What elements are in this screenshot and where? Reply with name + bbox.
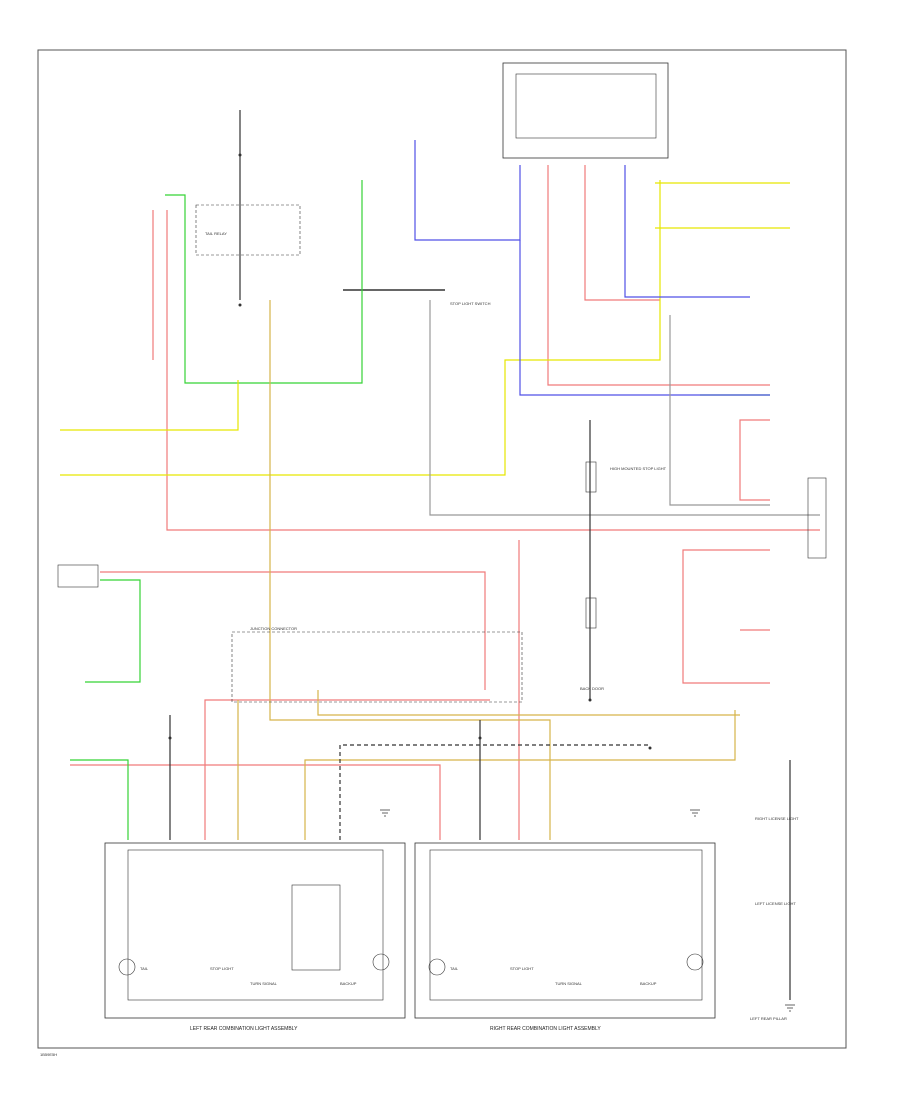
ground-label: LEFT REAR PILLAR xyxy=(750,1016,787,1021)
splice-dots xyxy=(168,153,652,750)
combination-switch-box xyxy=(502,62,669,159)
left-backup-bulb xyxy=(372,953,390,971)
right-rear-combination-light xyxy=(414,842,716,1019)
left-stop-label: STOP LIGHT xyxy=(210,966,234,971)
wire-yellow-left xyxy=(60,380,239,431)
ground-symbols xyxy=(380,809,795,1012)
wire-blue-lower xyxy=(519,240,770,396)
wire-red-right-loop2 xyxy=(682,549,770,684)
wire-blue-right xyxy=(624,165,750,298)
license-left-label: LEFT LICENSE LIGHT xyxy=(755,901,796,906)
wire-orange-top xyxy=(317,690,740,716)
wire-green-bottom xyxy=(70,759,129,840)
wire-green-left xyxy=(85,579,141,683)
right-turn-label: TURN SIGNAL xyxy=(555,981,583,986)
right-backup-bulb xyxy=(686,953,704,971)
footer-code: 1B59E5H xyxy=(40,1052,57,1057)
diagram-frame xyxy=(37,49,847,1049)
wire-red-right-loop xyxy=(739,419,770,501)
wire-orange-main xyxy=(269,300,551,840)
wire-yellow-mid xyxy=(60,180,661,476)
junction-label: JUNCTION CONNECTOR xyxy=(250,626,297,631)
right-tail-bulb xyxy=(428,958,446,976)
wire-red-lower xyxy=(204,699,490,840)
fuse-upper xyxy=(585,461,597,493)
left-rear-combination-light xyxy=(104,842,406,1019)
left-backup-label: BACKUP xyxy=(340,981,357,986)
right-stop-label: STOP LIGHT xyxy=(510,966,534,971)
wire-orange-right xyxy=(304,710,736,840)
high-mount-label: HIGH MOUNTED STOP LIGHT xyxy=(610,466,667,471)
flasher-box xyxy=(57,564,99,588)
left-assembly-label: LEFT REAR COMBINATION LIGHT ASSEMBLY xyxy=(190,1026,298,1032)
right-tail-label: TAIL xyxy=(450,966,459,971)
right-backup-label: BACKUP xyxy=(640,981,657,986)
wire-red-bottom xyxy=(70,764,441,840)
license-right-label: RIGHT LICENSE LIGHT xyxy=(755,816,799,821)
wire-green-top xyxy=(165,180,363,384)
wire-black-ground3 xyxy=(339,744,650,840)
wire-red-mid xyxy=(100,571,486,690)
tail-relay-box xyxy=(195,204,301,256)
connector-right xyxy=(807,477,827,559)
wire-blue-center xyxy=(414,140,521,241)
fuse-lower xyxy=(585,597,597,629)
wire-gray-mid xyxy=(429,300,820,516)
wire-red-left-vertical xyxy=(152,210,820,531)
stop-switch-label: STOP LIGHT SWITCH xyxy=(450,301,491,306)
left-turn-label: TURN SIGNAL xyxy=(250,981,278,986)
left-tail-label: TAIL xyxy=(140,966,149,971)
wire-red-right-side xyxy=(584,165,660,301)
wire-gray-right xyxy=(669,315,770,506)
right-assembly-label: RIGHT REAR COMBINATION LIGHT ASSEMBLY xyxy=(490,1026,601,1032)
tail-relay-label: TAIL RELAY xyxy=(205,231,227,236)
wires xyxy=(60,110,820,1000)
back-door-label: BACK DOOR xyxy=(580,686,604,691)
junction-connector-box xyxy=(231,631,523,703)
left-tail-bulb xyxy=(118,958,136,976)
wire-red-upper-right xyxy=(547,165,770,386)
